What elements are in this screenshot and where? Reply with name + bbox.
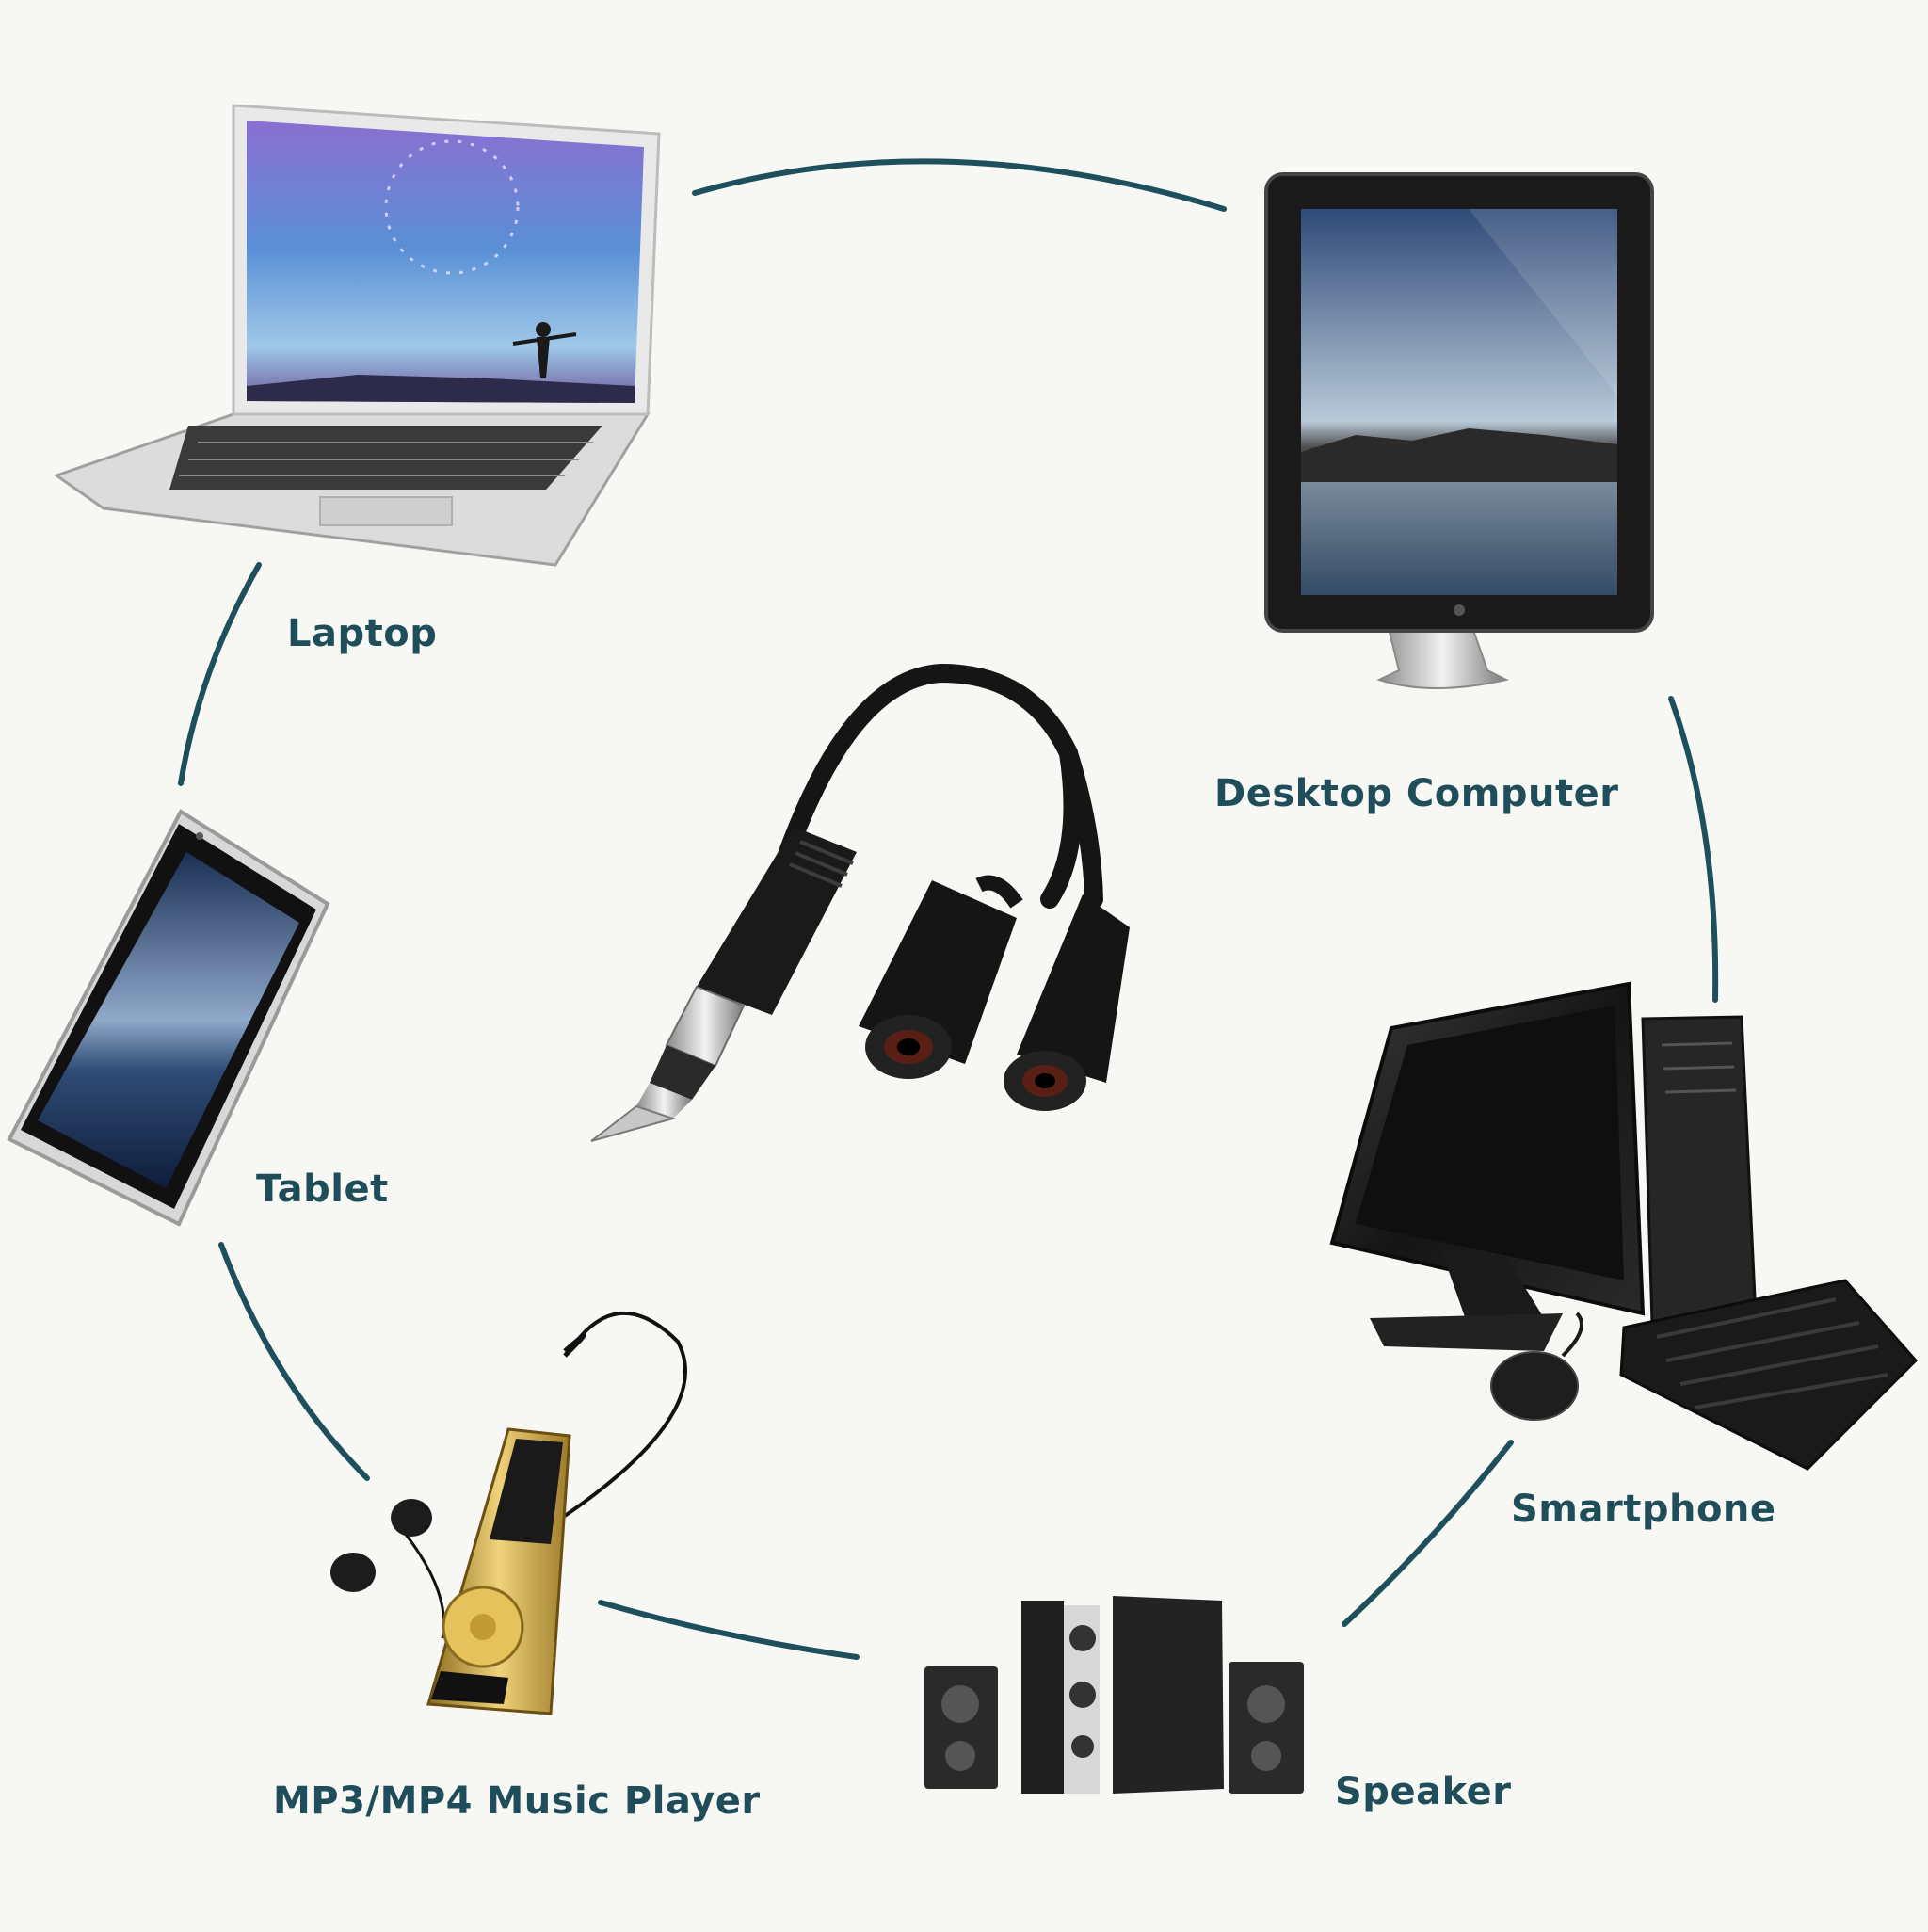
- arc-laptop-desktop: [692, 158, 1227, 212]
- label-tablet: Tablet: [256, 1167, 389, 1211]
- label-desktop-computer: Desktop Computer: [1214, 772, 1619, 815]
- label-speaker: Speaker: [1335, 1770, 1512, 1813]
- arc-mp3-tablet: [218, 1242, 370, 1481]
- tablet-icon: [7, 809, 330, 1227]
- arc-tablet-laptop: [178, 562, 262, 786]
- label-mp3-player: MP3/MP4 Music Player: [273, 1779, 761, 1823]
- arc-smartphone-speaker: [1342, 1440, 1514, 1627]
- speaker-icon: [924, 1596, 1304, 1794]
- connector-arcs: [178, 158, 1719, 1660]
- laptop-icon: [53, 104, 661, 567]
- label-laptop: Laptop: [287, 612, 438, 655]
- label-smartphone: Smartphone: [1511, 1488, 1776, 1531]
- arc-speaker-mp3: [598, 1600, 860, 1660]
- monitor-icon: [1264, 172, 1654, 689]
- audio-splitter-cable-icon: [590, 663, 1130, 1142]
- desktop-pc-icon: [1329, 981, 1919, 1471]
- music-player-icon: [330, 1311, 687, 1715]
- arc-desktop-smartphone: [1668, 696, 1719, 1003]
